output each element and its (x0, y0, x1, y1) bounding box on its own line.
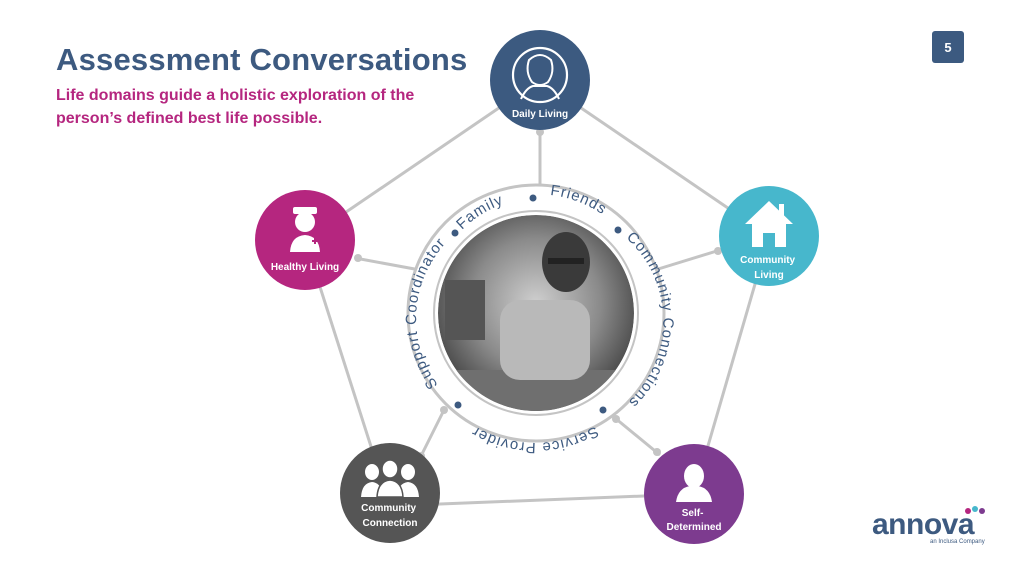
nurse-icon (290, 207, 320, 252)
house-icon (745, 201, 793, 247)
domain-community-living: Community Living (719, 186, 819, 286)
group-of-people-icon (361, 459, 419, 498)
spoke-connectors (354, 130, 721, 459)
domain-label: Healthy Living (271, 262, 339, 273)
logo-tagline: an Inclusa Company (930, 539, 985, 545)
page-title: Assessment Conversations (56, 42, 468, 77)
person-bust-icon (676, 464, 712, 502)
domain-self-determined: Self- Determined (644, 444, 744, 544)
domain-healthy-living: Healthy Living (255, 190, 355, 290)
domain-label: Daily Living (512, 109, 568, 120)
logo-dots (965, 506, 985, 514)
ring-separator-dots (451, 194, 622, 414)
page-number-badge: 5 (932, 31, 964, 63)
domain-daily-living: Daily Living (490, 30, 590, 130)
page-subtitle: Life domains guide a holistic exploratio… (56, 87, 415, 127)
domain-label: Community Connection (361, 503, 419, 529)
person-silhouette-icon (511, 46, 569, 104)
domain-community-connection: Community Connection (340, 443, 440, 543)
logo-wordmark: annova (872, 508, 975, 541)
domain-label: Self- Determined (666, 508, 721, 533)
annova-logo: annova an Inclusa Company (872, 506, 992, 550)
domain-label: Community Living (740, 255, 798, 281)
